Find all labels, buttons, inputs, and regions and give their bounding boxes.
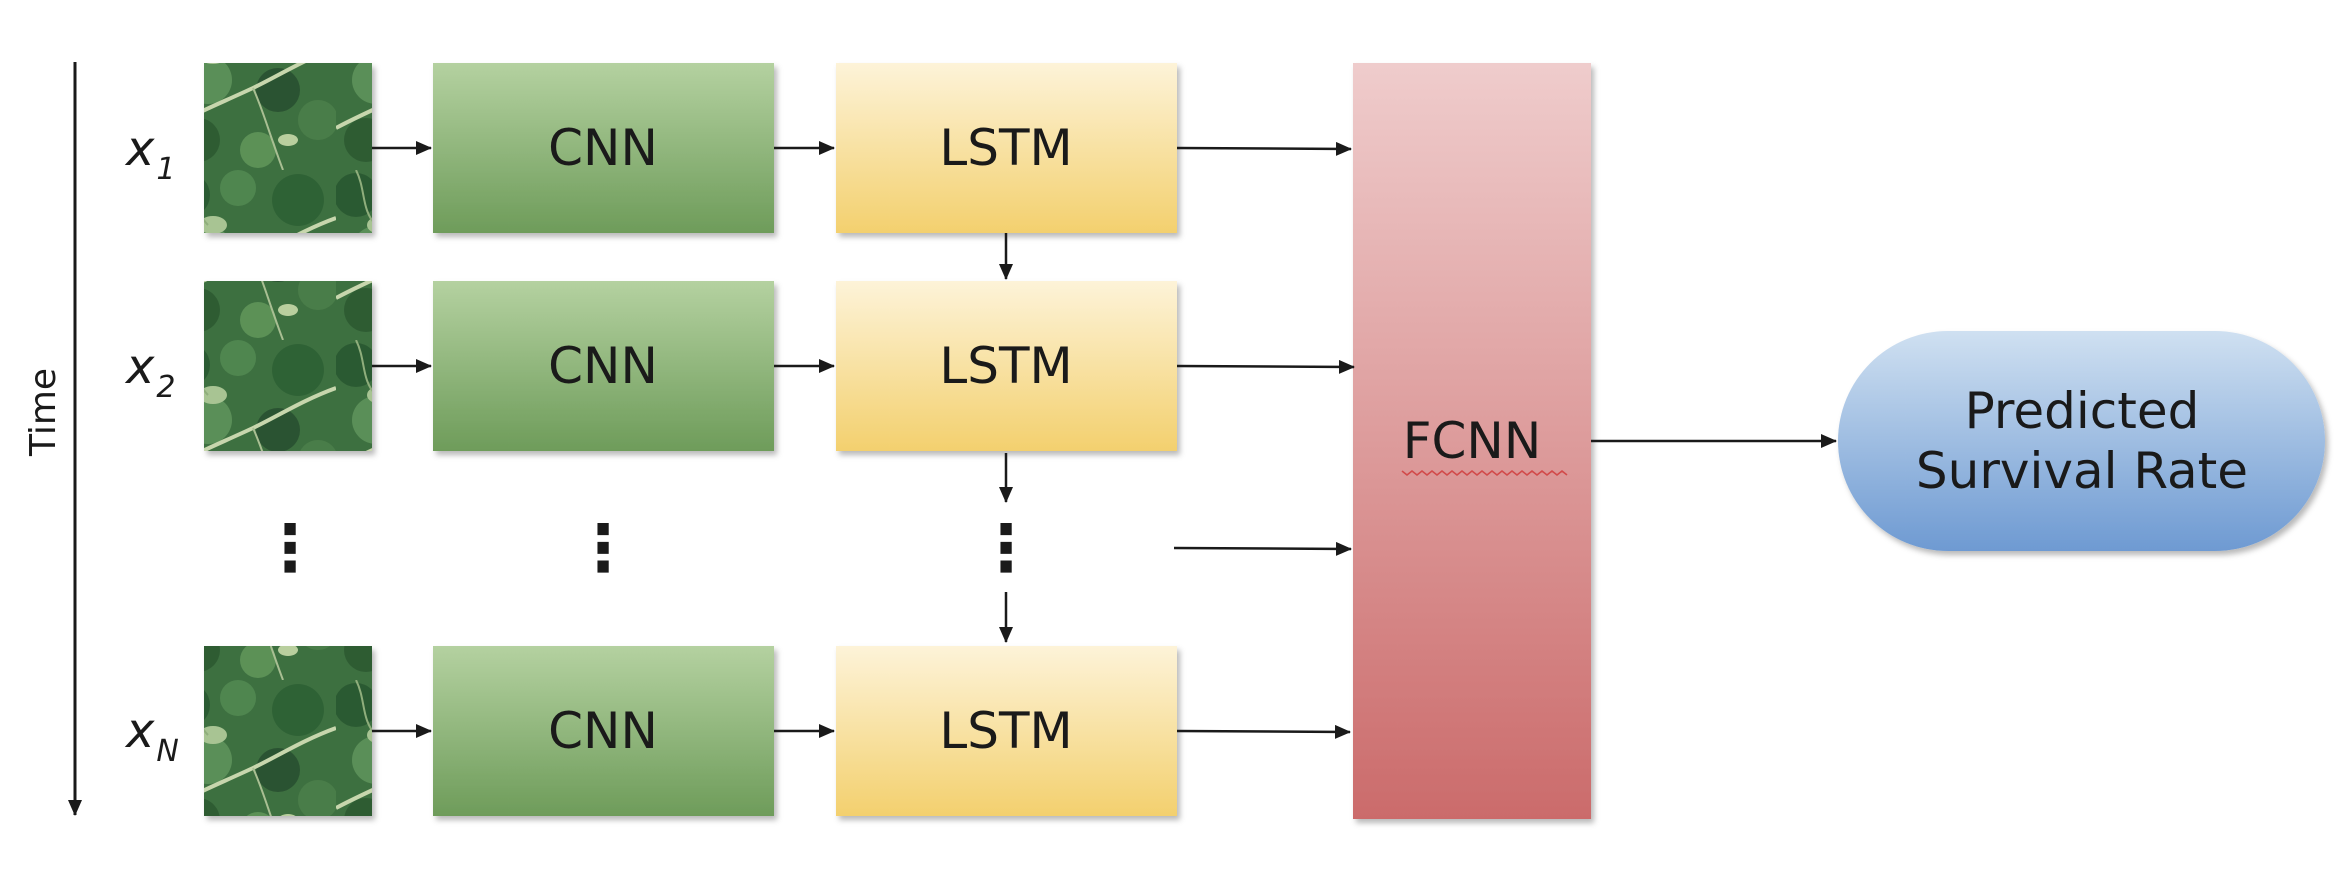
time-axis: Time [23,62,82,816]
satellite-image-2 [204,281,372,451]
output-node: Predicted Survival Rate [1838,331,2325,551]
output-label-line-1: Predicted [1965,382,2200,440]
output-label-line-2: Survival Rate [1916,442,2248,500]
row-1: x1 CNN LSTM [124,63,1177,233]
fcnn-block: FCNN [1353,63,1591,819]
ellipsis-lstm: ⋮ [974,512,1038,586]
lstm-block-n [836,646,1177,816]
satellite-image-1 [204,63,372,233]
input-label-xn: xN [124,703,179,769]
input-label-x1: x1 [124,121,176,187]
arrow-lstm2-fcnn [1176,359,1355,374]
satellite-image-n [204,646,372,816]
cnn-label-1: CNN [548,119,658,177]
arrow-lstmn-fcnn [1176,724,1351,739]
cnn-block-2 [433,281,774,451]
lstm-block-2 [836,281,1177,451]
time-axis-label: Time [23,368,64,457]
row-n: xN CNN LSTM [124,646,1177,816]
lstm-label-2: LSTM [939,337,1072,395]
ellipsis-row: ⋮ ⋮ ⋮ [258,512,1038,586]
cnn-block-n [433,646,774,816]
fcnn-label: FCNN [1403,412,1541,470]
output-pill [1838,331,2325,551]
ellipsis-inputs: ⋮ [258,512,322,586]
spellcheck-squiggle [1401,469,1568,477]
input-label-x2: x2 [124,339,176,405]
lstm-label-1: LSTM [939,119,1072,177]
cnn-label-2: CNN [548,337,658,395]
lstm-label-n: LSTM [939,702,1072,760]
arrow-ellipsis-fcnn [1173,541,1352,556]
fcnn-rect [1353,63,1591,819]
cnn-label-n: CNN [548,702,658,760]
ellipsis-cnn: ⋮ [571,512,635,586]
arrows [372,141,1837,739]
arrow-lstm1-fcnn [1176,141,1352,156]
lstm-block-1 [836,63,1177,233]
cnn-block-1 [433,63,774,233]
row-2: x2 CNN LSTM [124,281,1177,451]
